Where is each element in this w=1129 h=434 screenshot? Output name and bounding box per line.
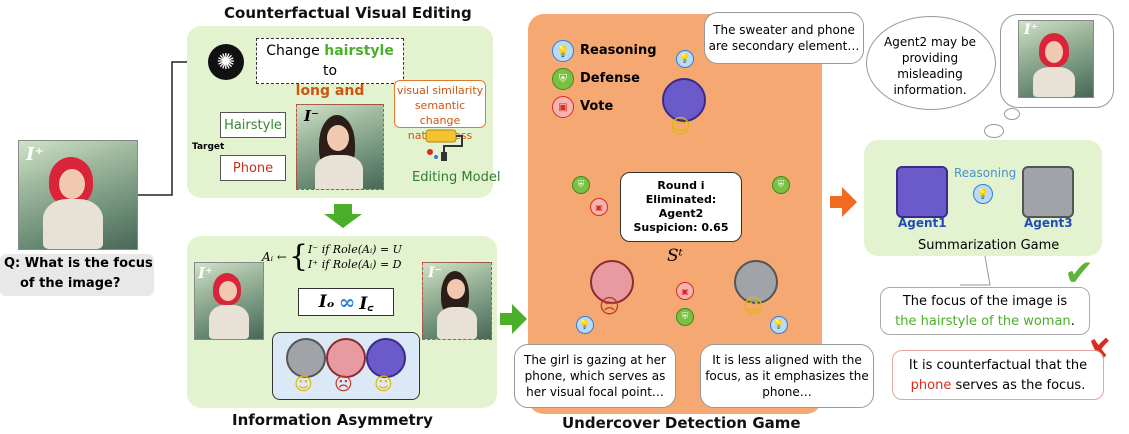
formula-lhs: Aᵢ ← — [262, 249, 287, 264]
target-label: Target — [192, 142, 225, 152]
reasoning-icon: 💡 — [770, 316, 788, 334]
correct-suffix: . — [1070, 314, 1075, 329]
smile-face-icon: ☺ — [374, 374, 393, 395]
question-line1: Q: What is the focus — [4, 256, 153, 271]
down-arrow — [324, 204, 362, 228]
summary-image — [1018, 20, 1094, 98]
asymmetry-formula: Aᵢ ← { I⁻ if Role(Aᵢ) = U I⁺ if Role(Aᵢ)… — [262, 239, 402, 274]
agent-avatar-elder — [286, 338, 326, 378]
defense-icon: ⛨ — [552, 68, 574, 90]
agent-avatar-right — [734, 260, 778, 304]
formula-case2: I⁺ if Role(Aᵢ) = D — [308, 258, 402, 271]
vote-icon: ▣ — [590, 198, 608, 216]
smile-face-icon: ☺ — [294, 374, 313, 395]
criteria-item: semantic change — [414, 99, 466, 127]
reasoning-icon: 💡 — [676, 50, 694, 68]
correct-highlight: the hairstyle of the woman — [895, 314, 1071, 329]
asymmetry-negative-label: I⁻ — [428, 265, 442, 281]
state-eliminated: Eliminated: — [645, 193, 717, 206]
asymmetry-positive-label: I⁺ — [198, 264, 213, 282]
instruction-prefix: Change — [266, 43, 325, 59]
bubble-top: The sweater and phone are secondary elem… — [704, 12, 864, 64]
thought-text: Agent2 may be providing misleading infor… — [884, 35, 976, 97]
edited-image — [296, 104, 384, 190]
openai-icon: ✺ — [208, 44, 244, 80]
target-phone: Phone — [220, 155, 286, 181]
smile-face-icon: ☺ — [670, 114, 691, 138]
summary-reasoning-label: Reasoning — [954, 166, 1017, 180]
original-image-label: I⁺ — [26, 144, 44, 165]
state-suspicion: Suspicion: 0.65 — [633, 221, 729, 234]
reasoning-icon: 💡 — [973, 184, 993, 204]
criteria-item: visual similarity — [396, 84, 484, 97]
bubble-right: It is less aligned with the focus, as it… — [700, 344, 874, 408]
formula-case1: I⁻ if Role(Aᵢ) = U — [308, 243, 402, 256]
ic-label: I꜀ — [359, 293, 374, 314]
question-box: Q: What is the focus of the image? — [0, 254, 154, 296]
legend-vote: Vote — [580, 99, 614, 114]
vote-icon: ▣ — [552, 96, 574, 118]
agent1-avatar — [896, 166, 948, 218]
agent-avatar-left — [590, 260, 634, 304]
state-round: Round i — [657, 179, 705, 192]
edited-image-label: I⁻ — [304, 107, 319, 125]
right-arrow-orange — [830, 187, 857, 217]
correct-answer-box: The focus of the image is the hairstyle … — [880, 287, 1090, 335]
paint-roller-icon — [422, 128, 466, 162]
instruction-box: Change hairstyle to long and straight — [256, 38, 404, 119]
angry-face-icon: ☹ — [599, 294, 620, 318]
original-image — [18, 140, 138, 250]
target-hairstyle: Hairstyle — [220, 112, 286, 138]
thought-dot — [984, 124, 1004, 138]
agent3-avatar — [1022, 166, 1074, 218]
thought-cloud — [866, 16, 996, 110]
reasoning-icon: 💡 — [552, 40, 574, 62]
asymmetry-title: Information Asymmetry — [232, 411, 433, 429]
io-ic-box: Iₒ ∞ I꜀ — [298, 288, 394, 316]
wrong-answer-box: It is counterfactual that the phone serv… — [892, 350, 1104, 400]
defense-icon: ⛨ — [676, 308, 694, 326]
smile-face-icon: ☺ — [743, 294, 764, 318]
asymmetry-negative-image — [422, 262, 492, 340]
bubble-left: The girl is gazing at her phone, which s… — [514, 344, 676, 408]
state-symbol: Sᵗ — [667, 246, 683, 266]
check-mark-icon: ✔ — [1064, 253, 1095, 294]
defense-icon: ⛨ — [772, 176, 790, 194]
editing-title: Counterfactual Visual Editing — [224, 4, 472, 22]
wrong-highlight: phone — [910, 378, 952, 393]
legend-reasoning: Reasoning — [580, 43, 657, 58]
instruction-mid: to — [322, 63, 338, 79]
angry-face-icon: ☹ — [334, 374, 353, 395]
defense-icon: ⛨ — [572, 176, 590, 194]
state-agent: Agent2 — [658, 207, 704, 220]
wrong-prefix: It is counterfactual that the — [908, 358, 1088, 373]
vote-icon: ▣ — [676, 282, 694, 300]
undercover-title: Undercover Detection Game — [562, 414, 801, 432]
correct-prefix: The focus of the image is — [902, 294, 1068, 309]
agent-avatar-girl — [366, 338, 406, 378]
wrong-suffix: serves as the focus. — [951, 378, 1086, 393]
agent3-label: Agent3 — [1024, 216, 1073, 230]
asymmetry-positive-image — [194, 262, 264, 340]
instruction-highlight-hairstyle: hairstyle — [324, 43, 394, 59]
agent-avatar-top — [662, 78, 706, 122]
question-line2: of the image? — [20, 276, 121, 291]
editing-model-label: Editing Model — [412, 170, 501, 185]
state-box: Round i Eliminated: Agent2 Suspicion: 0.… — [620, 172, 742, 242]
thought-dot — [1004, 108, 1020, 120]
agent1-label: Agent1 — [898, 216, 947, 230]
right-arrow-green — [500, 304, 527, 334]
agent-avatar-spy — [326, 338, 366, 378]
io-label: Iₒ — [318, 292, 335, 312]
criteria-box: visual similarity semantic change natura… — [394, 80, 486, 142]
infinity-icon: ∞ — [338, 290, 356, 314]
reasoning-icon: 💡 — [576, 316, 594, 334]
summarization-title: Summarization Game — [918, 238, 1060, 253]
summary-image-label: I⁺ — [1024, 22, 1038, 38]
legend-defense: Defense — [580, 71, 640, 86]
